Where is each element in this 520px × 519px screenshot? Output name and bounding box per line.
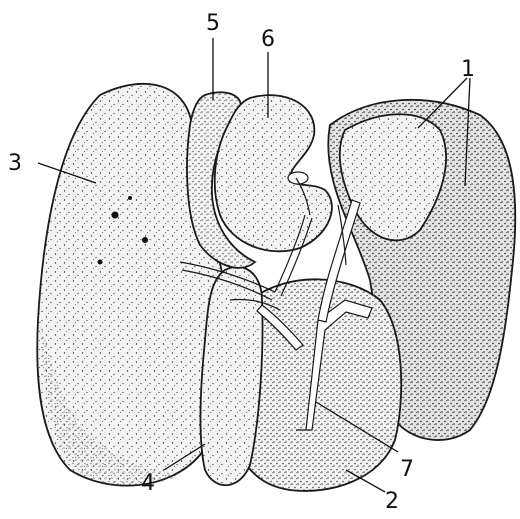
label-5: 5 <box>206 11 220 36</box>
label-6: 6 <box>261 27 275 52</box>
label-7: 7 <box>400 457 414 482</box>
label-1: 1 <box>461 57 475 82</box>
label-3: 3 <box>8 151 22 176</box>
label-2: 2 <box>385 489 399 514</box>
organ-6-c-shaped-organ <box>215 95 332 251</box>
label-4: 4 <box>141 471 155 496</box>
